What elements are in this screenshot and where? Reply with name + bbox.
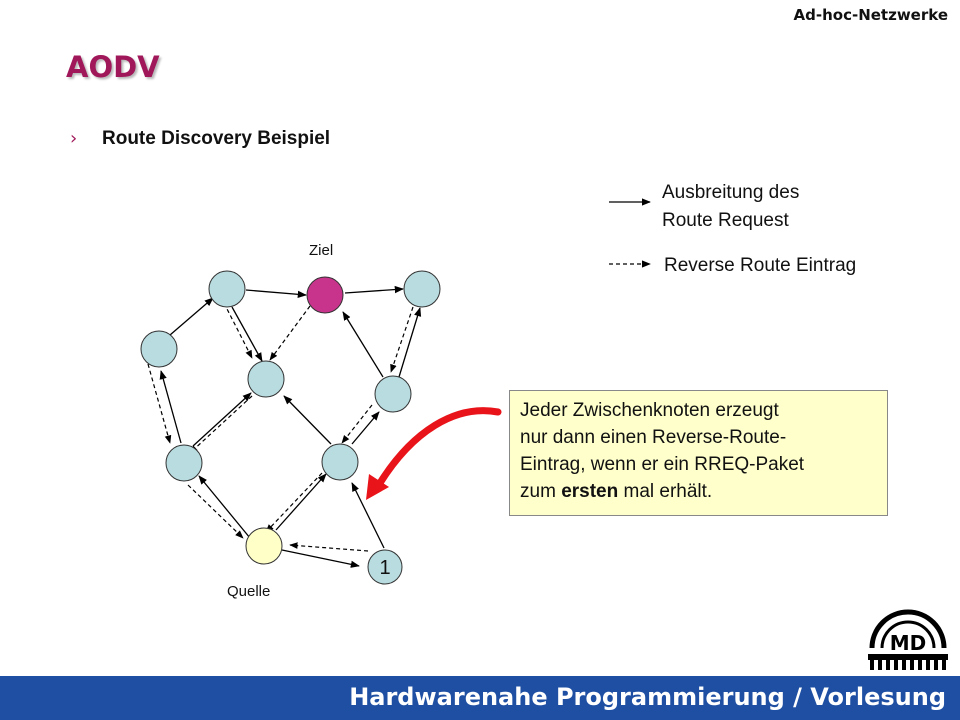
reverse-arrow xyxy=(265,472,323,533)
network-node xyxy=(140,330,178,368)
source-node xyxy=(245,527,283,565)
route-request-arrows xyxy=(159,285,422,568)
network-node xyxy=(403,270,441,308)
bullet-chevron-icon: › xyxy=(70,128,78,149)
target-node xyxy=(306,276,344,314)
rreq-arrow xyxy=(283,395,332,445)
rreq-arrow xyxy=(351,411,380,445)
reverse-arrow xyxy=(390,306,414,373)
rreq-arrow xyxy=(281,549,360,568)
reverse-arrow xyxy=(341,404,373,444)
rreq-arrow xyxy=(245,289,307,298)
legend-dashed-label: Reverse Route Eintrag xyxy=(664,255,857,276)
svg-text:MD: MD xyxy=(890,631,927,655)
emphasis-text: ersten xyxy=(561,481,619,502)
rreq-arrow xyxy=(275,473,327,531)
section-header: Ad-hoc-Netzwerke xyxy=(793,6,948,24)
target-label: Ziel xyxy=(309,242,334,259)
reverse-arrow xyxy=(189,395,253,454)
slide-title: AODV xyxy=(66,50,160,84)
reverse-arrow xyxy=(269,305,311,361)
network-node xyxy=(208,270,246,308)
rreq-arrow xyxy=(398,307,422,378)
rreq-arrow xyxy=(231,306,263,362)
explanation-note: Jeder Zwischenknoten erzeugt nur dann ei… xyxy=(509,390,888,516)
reverse-arrow xyxy=(147,363,172,444)
footer-bar: Hardwarenahe Programmierung / Vorlesung xyxy=(0,676,960,720)
university-logo: MD xyxy=(868,609,948,670)
rreq-arrow xyxy=(159,370,182,444)
reverse-arrow xyxy=(187,484,244,539)
network-node xyxy=(374,375,412,413)
numbered-node xyxy=(367,549,403,585)
network-node xyxy=(165,444,203,482)
rreq-arrow xyxy=(351,482,385,549)
reverse-route-arrows xyxy=(147,302,414,552)
rreq-arrow xyxy=(198,475,251,539)
rreq-arrow xyxy=(169,297,214,336)
rreq-arrow xyxy=(192,392,252,447)
reverse-arrow xyxy=(223,302,253,359)
source-label: Quelle xyxy=(227,583,271,600)
red-pointer-arrow xyxy=(366,407,502,500)
network-node xyxy=(321,443,359,481)
reverse-arrow xyxy=(289,542,369,552)
footer-title: Hardwarenahe Programmierung / Vorlesung xyxy=(349,683,946,711)
node-number-label: 1 xyxy=(379,557,390,579)
rreq-arrow xyxy=(342,311,384,378)
network-node xyxy=(247,360,285,398)
bullet-text: Route Discovery Beispiel xyxy=(102,128,331,149)
rreq-arrow xyxy=(344,285,404,294)
legend-solid-label: Ausbreitung des Route Request xyxy=(662,182,800,231)
